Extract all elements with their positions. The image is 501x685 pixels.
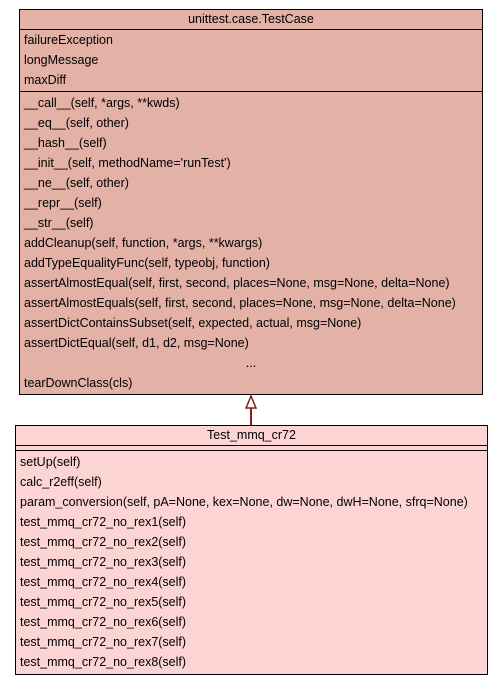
inheritance-arrowhead xyxy=(244,394,258,409)
attribute-row: failureException xyxy=(24,33,113,47)
method-row: test_mmq_cr72_no_rex6(self) xyxy=(20,615,187,629)
methods-ellipsis: ... xyxy=(245,356,257,370)
child-class-box: Test_mmq_cr72 setUp(self) calc_r2eff(sel… xyxy=(15,425,488,675)
method-row: addTypeEqualityFunc(self, typeobj, funct… xyxy=(24,256,270,270)
method-row: __repr__(self) xyxy=(24,196,102,210)
attribute-row: maxDiff xyxy=(24,73,67,87)
method-row: test_mmq_cr72_no_rex4(self) xyxy=(20,575,187,589)
child-methods-section: setUp(self) calc_r2eff(self) param_conve… xyxy=(16,451,487,672)
child-class-name: Test_mmq_cr72 xyxy=(16,426,487,446)
method-row: test_mmq_cr72_no_rex1(self) xyxy=(20,515,187,529)
method-row: setUp(self) xyxy=(20,455,81,469)
method-row: assertDictEqual(self, d1, d2, msg=None) xyxy=(24,336,249,350)
method-row: __hash__(self) xyxy=(24,136,107,150)
method-row: __ne__(self, other) xyxy=(24,176,129,190)
method-row: calc_r2eff(self) xyxy=(20,475,102,489)
method-row: param_conversion(self, pA=None, kex=None… xyxy=(20,495,468,509)
method-row: __init__(self, methodName='runTest') xyxy=(24,156,231,170)
method-row: tearDownClass(cls) xyxy=(24,376,133,390)
parent-class-name: unittest.case.TestCase xyxy=(20,10,482,30)
method-row: __call__(self, *args, **kwds) xyxy=(24,96,180,110)
parent-attributes-section: failureException longMessage maxDiff xyxy=(20,30,482,92)
method-row: __str__(self) xyxy=(24,216,94,230)
method-row: test_mmq_cr72_no_rex3(self) xyxy=(20,555,187,569)
method-row: assertAlmostEquals(self, first, second, … xyxy=(24,296,456,310)
parent-class-box: unittest.case.TestCase failureException … xyxy=(19,9,483,395)
method-row: test_mmq_cr72_no_rex5(self) xyxy=(20,595,187,609)
attribute-row: longMessage xyxy=(24,53,99,67)
method-row: test_mmq_cr72_no_rex2(self) xyxy=(20,535,187,549)
method-row: test_mmq_cr72_no_rex7(self) xyxy=(20,635,187,649)
method-row: test_mmq_cr72_no_rex8(self) xyxy=(20,655,187,669)
child-attributes-section xyxy=(16,446,487,451)
method-row: __eq__(self, other) xyxy=(24,116,129,130)
parent-methods-section: __call__(self, *args, **kwds) __eq__(sel… xyxy=(20,92,482,393)
method-row: assertAlmostEqual(self, first, second, p… xyxy=(24,276,450,290)
method-row: addCleanup(self, function, *args, **kwar… xyxy=(24,236,263,250)
method-row: assertDictContainsSubset(self, expected,… xyxy=(24,316,362,330)
